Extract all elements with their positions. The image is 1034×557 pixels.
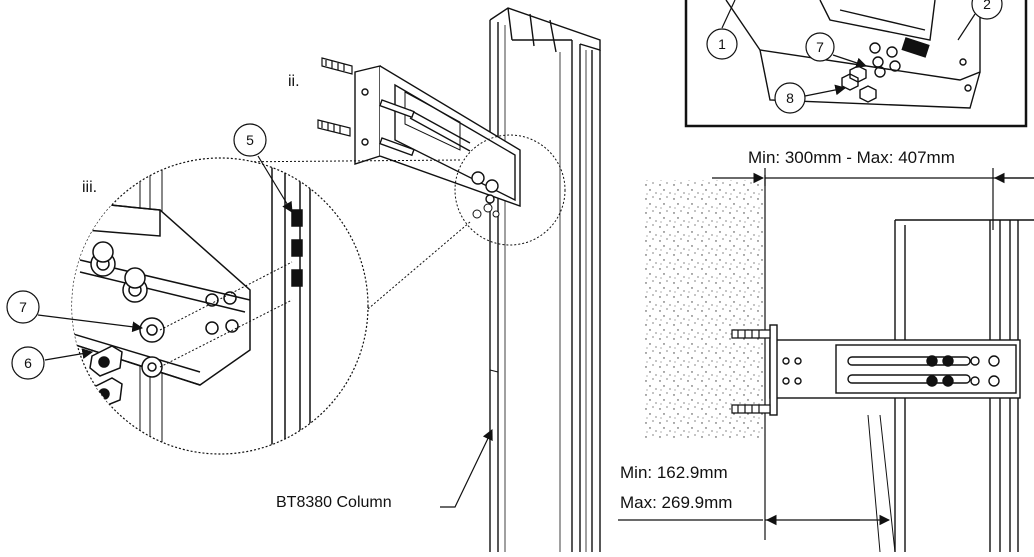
zoom-lines — [224, 159, 471, 321]
dim-top-label: Min: 300mm - Max: 407mm — [748, 148, 955, 167]
callout-2-text: 2 — [983, 0, 991, 12]
callout-7-inset: 7 — [805, 32, 868, 69]
column-leader — [440, 429, 493, 508]
callout-7-detail-text: 7 — [19, 299, 27, 315]
detail-content — [72, 158, 311, 454]
dim-min-label: Min: 162.9mm — [620, 463, 728, 482]
step-ii-label: ii. — [288, 73, 300, 90]
bracket-main — [354, 65, 521, 207]
callout-5-text: 5 — [246, 132, 254, 148]
dimension-bottom — [618, 440, 891, 540]
callout-7-detail: 7 — [6, 290, 144, 333]
callout-6-text: 6 — [24, 355, 32, 371]
wall-plugs-main — [317, 57, 353, 137]
anchors-elevation — [731, 329, 771, 414]
callout-1: 1 — [706, 0, 738, 60]
callout-6: 6 — [11, 346, 94, 380]
column-main — [489, 7, 601, 552]
wall-section — [645, 175, 766, 440]
step-iii-label: iii. — [82, 179, 97, 196]
dimension-top — [712, 168, 1034, 230]
callout-7-inset-text: 7 — [816, 39, 824, 55]
zoom-circle-small — [454, 134, 566, 246]
bolts-main — [472, 203, 500, 219]
callout-8-text: 8 — [786, 90, 794, 106]
bracket-elevation — [769, 324, 1021, 416]
callout-1-text: 1 — [718, 36, 726, 52]
column-label: BT8380 Column — [276, 494, 392, 511]
dim-max-label: Max: 269.9mm — [620, 493, 732, 512]
callout-8: 8 — [774, 82, 847, 114]
callout-2: 2 — [957, 0, 1003, 41]
callout-5: 5 — [233, 123, 293, 213]
